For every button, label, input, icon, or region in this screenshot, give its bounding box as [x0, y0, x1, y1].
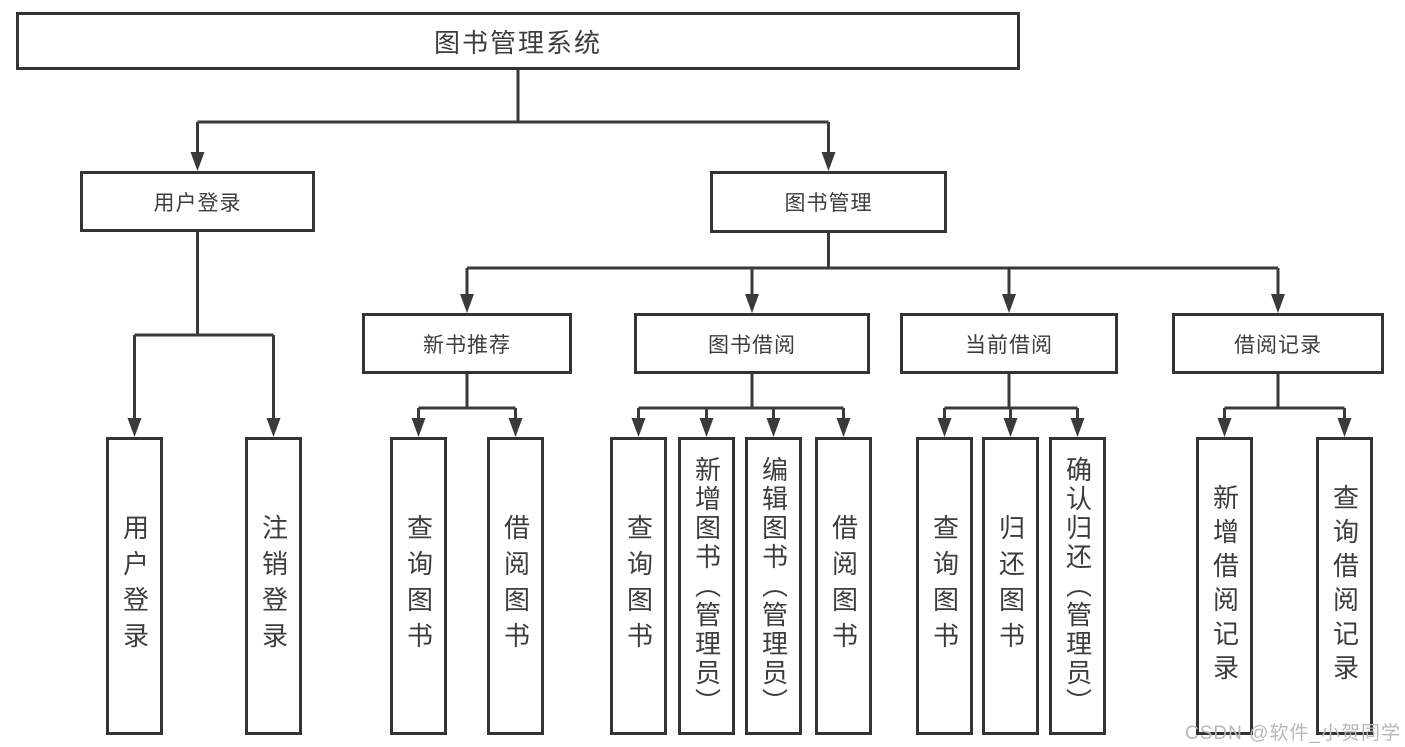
node-label: 图书管理: [784, 192, 873, 215]
leaf-recommend-borrow-books: 借阅图书: [487, 437, 544, 735]
arrowhead-icon: [508, 418, 523, 437]
node-label: 借阅图书: [828, 514, 859, 658]
leaf-add-books-admin: 新增图书（管理员）: [678, 437, 735, 735]
leaf-borrow-query-books: 查询图书: [610, 437, 667, 735]
node-label: 查询图书: [403, 514, 434, 658]
node-book-borrow: 图书借阅: [634, 313, 870, 374]
arrowhead-icon: [411, 418, 426, 437]
node-label: 编辑图书（管理员）: [758, 455, 789, 717]
leaf-current-query-books: 查询图书: [916, 437, 973, 735]
arrowhead-icon: [190, 152, 205, 171]
leaf-add-borrow-record: 新增借阅记录: [1196, 437, 1253, 735]
leaf-recommend-query-books: 查询图书: [390, 437, 447, 735]
node-label: 新增借阅记录: [1209, 484, 1240, 688]
node-borrow-records: 借阅记录: [1172, 313, 1384, 374]
arrowhead-icon: [821, 152, 836, 171]
node-label: 用户登录: [119, 514, 150, 658]
node-user-login: 用户登录: [80, 171, 315, 232]
arrowhead-icon: [745, 294, 759, 313]
connector-book-management-branch: [460, 233, 1285, 313]
connector-current-borrow-branch: [937, 374, 1085, 437]
node-label: 新增图书（管理员）: [691, 455, 722, 717]
leaf-logout: 注销登录: [245, 437, 302, 735]
arrowhead-icon: [1337, 418, 1352, 437]
node-book-management: 图书管理: [710, 171, 947, 233]
node-label: 新书推荐: [423, 333, 511, 357]
leaf-borrow-books: 借阅图书: [815, 437, 872, 735]
arrowhead-icon: [1002, 294, 1016, 313]
node-new-book-recommend: 新书推荐: [362, 313, 572, 374]
leaf-return-books: 归还图书: [982, 437, 1039, 735]
node-label: 用户登录: [153, 191, 242, 215]
leaf-user-login: 用户登录: [106, 437, 163, 735]
arrowhead-icon: [1070, 418, 1085, 437]
leaf-query-borrow-record: 查询借阅记录: [1316, 437, 1373, 735]
arrowhead-icon: [266, 418, 281, 437]
connector-new-book-branch: [411, 374, 523, 437]
arrowhead-icon: [631, 418, 646, 437]
arrowhead-icon: [1271, 294, 1285, 313]
leaf-edit-books-admin: 编辑图书（管理员）: [745, 437, 802, 735]
leaf-confirm-return-admin: 确认归还（管理员）: [1049, 437, 1106, 735]
csdn-watermark: CSDN @软件_小贺同学: [1185, 723, 1401, 744]
arrowhead-icon: [1003, 418, 1018, 437]
node-current-borrow: 当前借阅: [900, 313, 1118, 374]
arrowhead-icon: [937, 418, 952, 437]
connector-borrow-record-branch: [1217, 374, 1352, 437]
node-label: 查询图书: [623, 514, 654, 658]
node-label: 查询图书: [929, 514, 960, 658]
node-label: 图书借阅: [708, 333, 796, 357]
node-label: 图书管理系统: [433, 27, 602, 58]
arrowhead-icon: [766, 418, 781, 437]
node-label: 当前借阅: [965, 333, 1053, 357]
connector-user-login-branch: [127, 232, 281, 437]
arrowhead-icon: [127, 418, 142, 437]
node-label: 归还图书: [995, 514, 1026, 658]
node-label: 注销登录: [258, 514, 289, 658]
node-label: 借阅图书: [500, 514, 531, 658]
connector-book-borrow-branch: [631, 374, 851, 437]
node-label: 查询借阅记录: [1329, 484, 1360, 688]
node-library-management-system: 图书管理系统: [16, 12, 1020, 70]
arrowhead-icon: [836, 418, 851, 437]
connector-root-to-level2: [190, 70, 836, 171]
node-label: 确认归还（管理员）: [1062, 455, 1093, 717]
node-label: 借阅记录: [1234, 333, 1322, 357]
arrowhead-icon: [1217, 418, 1232, 437]
arrowhead-icon: [460, 294, 474, 313]
arrowhead-icon: [699, 418, 714, 437]
